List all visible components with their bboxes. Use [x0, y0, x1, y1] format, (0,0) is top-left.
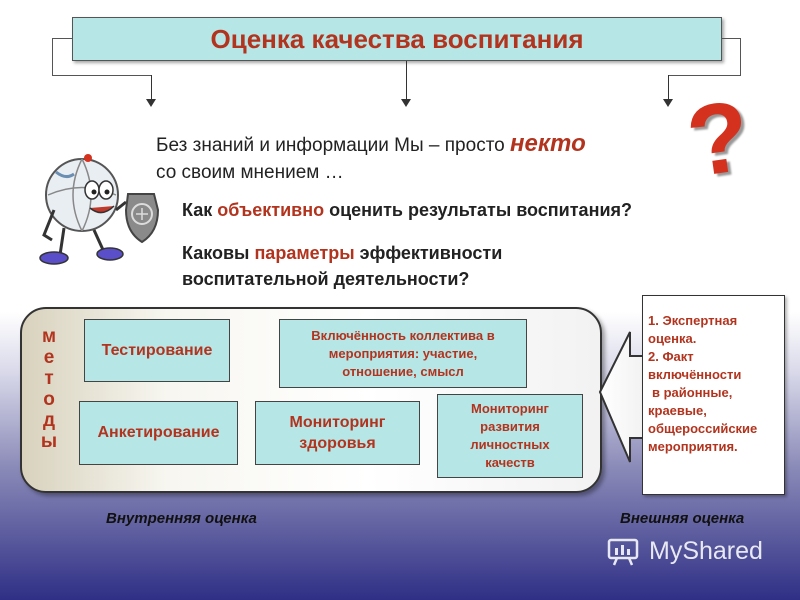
q1-accent: объективно	[217, 200, 325, 220]
method-survey: Анкетирование	[79, 401, 238, 465]
external-caption: Внешняя оценка	[620, 510, 745, 527]
intro-line1: Без знаний и информации Мы – просто	[156, 135, 505, 156]
intro-text: Без знаний и информации Мы – просто нект…	[156, 130, 586, 186]
center-arrow-line	[406, 61, 407, 99]
letter: ы	[40, 431, 58, 452]
methods-vertical-label: м е т о д ы	[36, 326, 62, 452]
intro-accent-word: некто	[510, 130, 586, 157]
method-testing-label: Тестирование	[101, 341, 213, 359]
intro-line2: со своим мнением …	[156, 162, 344, 183]
ext-line: краевые,	[648, 403, 707, 418]
letter: о	[43, 389, 55, 410]
method-personal-label: Мониторинг развития личностных качеств	[470, 401, 550, 470]
right-connector	[721, 38, 741, 76]
letter: д	[42, 410, 56, 431]
ext-line: в районные,	[652, 385, 733, 400]
q1-pre: Как	[182, 200, 213, 220]
ext-line: общероссийские	[648, 421, 758, 436]
letter: е	[43, 347, 55, 368]
method-survey-label: Анкетирование	[97, 424, 220, 441]
myshared-logo-icon	[607, 538, 639, 566]
method-health: Мониторинг здоровья	[255, 401, 420, 465]
q2-accent: параметры	[254, 243, 355, 263]
right-arrow-head	[663, 99, 673, 107]
ext-line: включённости	[648, 367, 742, 382]
question-2: Каковы параметры эффективности воспитате…	[182, 240, 612, 292]
method-health-label: Мониторинг здоровья	[289, 414, 386, 452]
q1-post: оценить результаты воспитания?	[329, 200, 633, 220]
method-personal: Мониторинг развития личностных качеств	[437, 394, 583, 478]
left-arrow-head	[146, 99, 156, 107]
center-arrow-head	[401, 99, 411, 107]
ext-line: мероприятия.	[648, 439, 738, 454]
external-assessment-box: 1. Экспертная оценка. 2. Факт включённос…	[642, 295, 785, 495]
left-connector	[52, 38, 73, 76]
letter: т	[44, 368, 54, 389]
question-1: Как объективно оценить результаты воспит…	[182, 200, 632, 221]
left-arrow-line	[151, 75, 152, 99]
ext-line: 1. Экспертная	[648, 313, 738, 328]
method-testing: Тестирование	[84, 319, 230, 382]
q2-pre: Каковы	[182, 243, 250, 263]
watermark-text: MyShared	[649, 536, 763, 565]
letter: м	[41, 326, 57, 347]
method-involvement-label: Включённость коллектива в мероприятия: у…	[311, 327, 495, 379]
big-left-arrow-icon	[598, 331, 645, 463]
right-arrow-line	[668, 75, 669, 99]
method-involvement: Включённость коллектива в мероприятия: у…	[279, 319, 527, 388]
watermark: MyShared	[607, 536, 763, 566]
ext-line: 2. Факт	[648, 349, 694, 364]
ext-line: оценка.	[648, 331, 697, 346]
left-connector-bottom	[52, 75, 152, 76]
title-box: Оценка качества воспитания	[72, 17, 722, 61]
page-title: Оценка качества воспитания	[210, 23, 584, 54]
question-mark-icon: ?	[680, 79, 757, 199]
globe-mascot-icon	[39, 154, 160, 265]
internal-caption: Внутренняя оценка	[106, 510, 257, 527]
right-connector-bottom	[668, 75, 741, 76]
q2-post: эффективности воспитательной деятельност…	[182, 243, 503, 289]
